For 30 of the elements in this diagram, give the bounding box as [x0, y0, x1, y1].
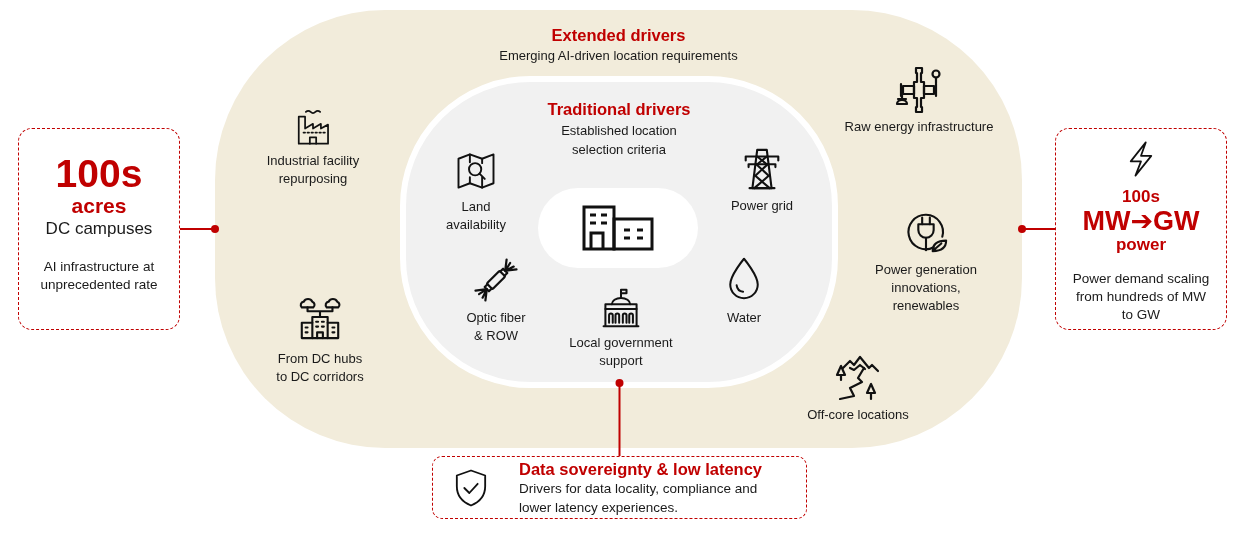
- connector-line: [1018, 225, 1056, 233]
- stat-description: Power demand scaling from hundreds of MW to GW: [1071, 270, 1211, 324]
- stat-subject: power: [1115, 235, 1167, 254]
- callout-card: [432, 456, 807, 519]
- driver-label: Off-core locations: [807, 406, 909, 424]
- driver-label: Raw energy infrastructure: [844, 118, 994, 136]
- band-subtitle: Established location selection criteria: [560, 122, 678, 159]
- driver-label: Optic fiber & ROW: [465, 309, 527, 345]
- connector-line: [615, 379, 624, 457]
- stat-card: [18, 128, 180, 330]
- band-subtitle: Emerging AI-driven location requirements: [499, 47, 738, 65]
- stat-quantity: 100s: [55, 153, 143, 195]
- callout-text: Drivers for data locality, compliance and lower latency experiences.: [519, 479, 759, 517]
- callout-title: Data sovereignty & low latency: [519, 458, 763, 479]
- stat-description: AI infrastructure at unprecedented rate: [39, 258, 159, 294]
- driver-label: Water: [726, 309, 762, 327]
- connector-line: [179, 225, 219, 233]
- driver-label: From DC hubs to DC corridors: [275, 350, 365, 386]
- band-title: Traditional drivers: [547, 99, 691, 119]
- driver-label: Land availability: [445, 198, 507, 234]
- band-title: Extended drivers: [551, 25, 686, 45]
- driver-label: Power grid: [730, 197, 794, 215]
- driver-label: Industrial facility repurposing: [265, 152, 361, 188]
- stat-quantity: 100s: [1122, 187, 1160, 207]
- driver-label: Local government support: [568, 334, 674, 370]
- stat-subject: DC campuses: [45, 218, 153, 240]
- driver-label: Power generation innovations, renewables: [874, 261, 978, 315]
- stat-unit: acres: [71, 195, 127, 217]
- stat-card: [1055, 128, 1227, 330]
- stat-unit: MW➔GW: [1082, 207, 1200, 235]
